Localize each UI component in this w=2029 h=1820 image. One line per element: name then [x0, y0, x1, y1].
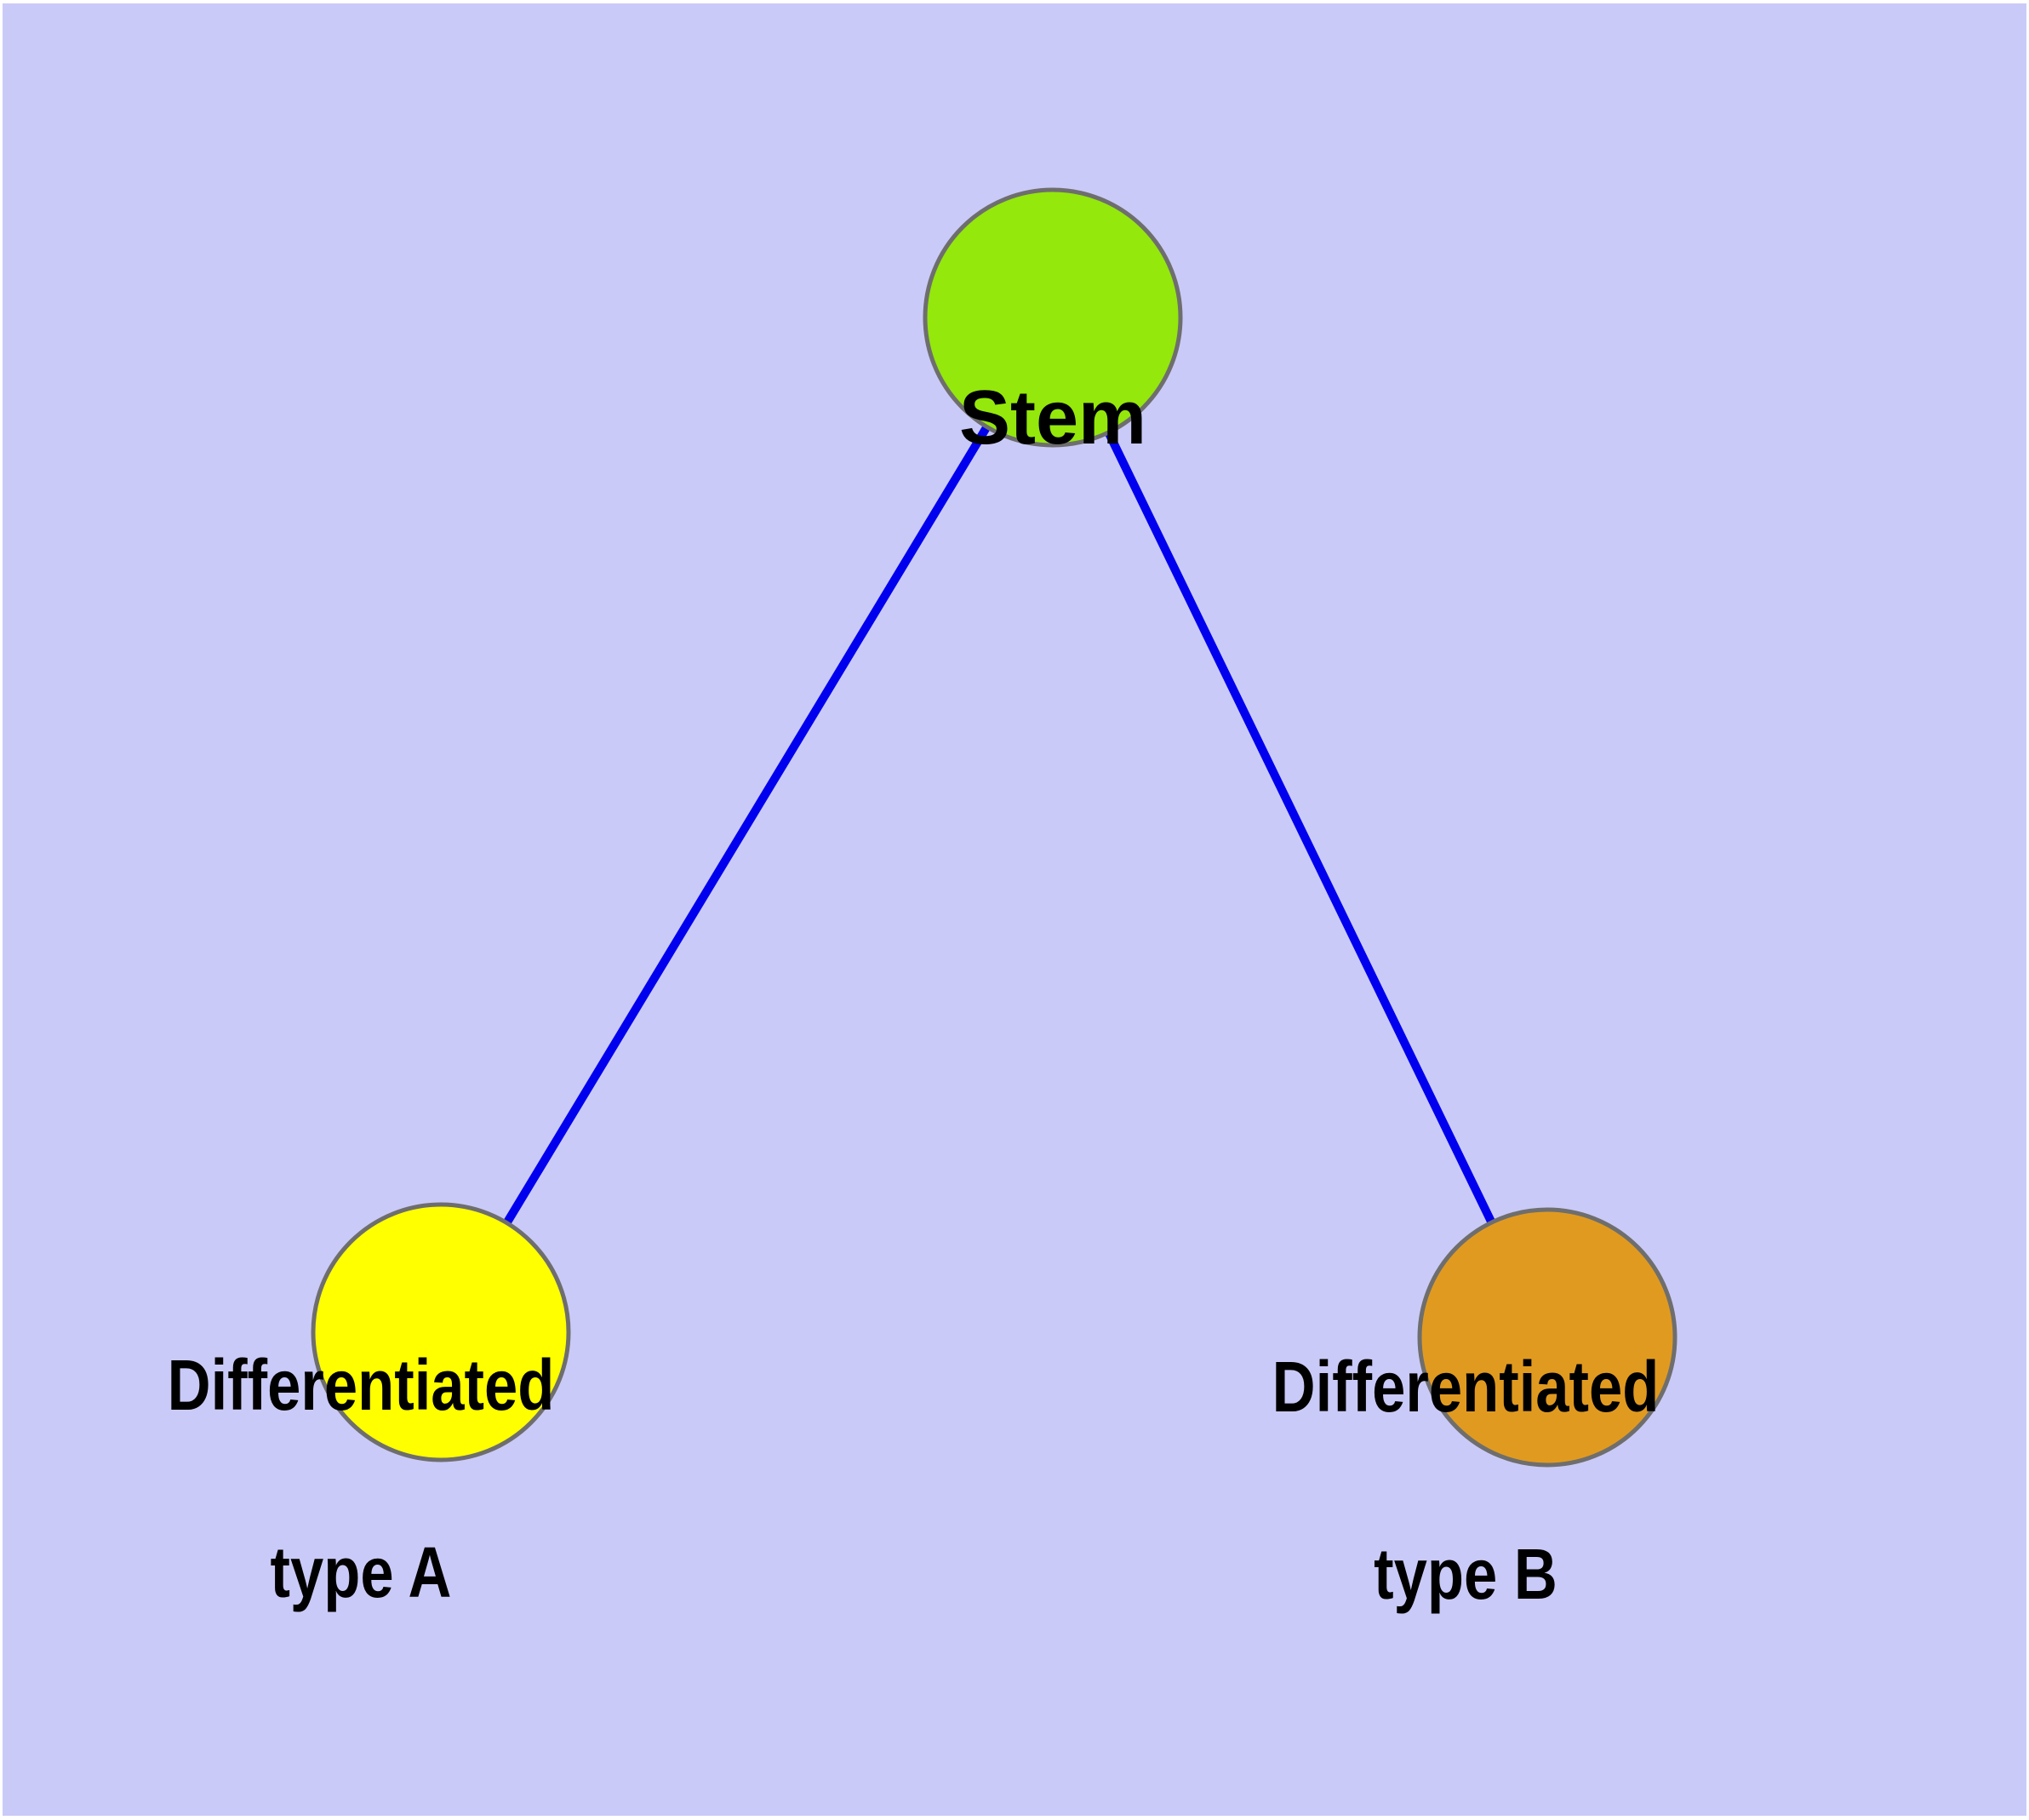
stem-node-circle: [923, 187, 1183, 448]
type-a-node-label: Differentiated type A: [111, 1245, 611, 1713]
stem-node-label-text: Stem: [958, 375, 1147, 461]
type-a-node-circle: [311, 1202, 571, 1462]
edge-stem-to-type-a: [437, 315, 1057, 1335]
type-b-label-line1: Differentiated: [1272, 1347, 1660, 1427]
type-a-label-line1: Differentiated: [167, 1345, 555, 1425]
type-b-label-line2: type B: [1374, 1534, 1557, 1614]
type-b-node-circle: [1417, 1207, 1677, 1468]
type-a-label-line2: type A: [270, 1532, 452, 1612]
stem-node-label: Stem: [755, 278, 1351, 558]
type-b-node-label: Differentiated type B: [1215, 1246, 1716, 1714]
edge-stem-to-type-b: [1049, 315, 1552, 1340]
